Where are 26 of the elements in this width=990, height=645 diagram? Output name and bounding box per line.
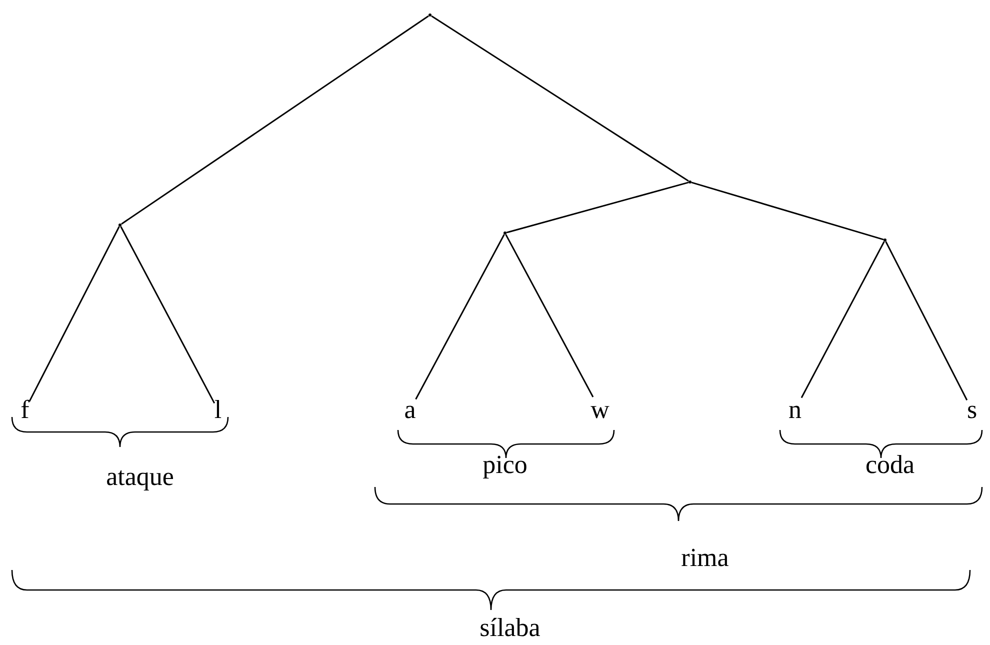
group-label: coda — [865, 451, 915, 479]
tree-branch — [415, 234, 505, 400]
group-label: rima — [681, 544, 729, 572]
tree-branch — [506, 182, 689, 234]
group-label: sílaba — [480, 614, 540, 642]
tree-branch — [505, 234, 594, 398]
branch-point — [884, 238, 886, 242]
phoneme-label: l — [214, 397, 222, 423]
tree-branch — [28, 226, 120, 402]
tree-branch — [120, 226, 216, 404]
branch-point — [688, 180, 692, 184]
group-label: ataque — [106, 463, 174, 491]
phoneme-label: a — [404, 397, 416, 423]
branch-point — [118, 224, 122, 226]
tree-branch — [885, 241, 968, 400]
phoneme-label: w — [590, 397, 610, 423]
phoneme-label: f — [20, 397, 30, 423]
tree-branch — [431, 15, 689, 182]
branch-point — [504, 232, 506, 234]
phoneme-label: s — [966, 397, 978, 423]
group-label: pico — [482, 451, 528, 479]
phoneme-label: n — [788, 397, 802, 423]
tree-branch — [800, 241, 885, 398]
tree-branch — [121, 15, 429, 225]
tree-branch — [691, 182, 884, 240]
branch-point — [428, 14, 432, 16]
